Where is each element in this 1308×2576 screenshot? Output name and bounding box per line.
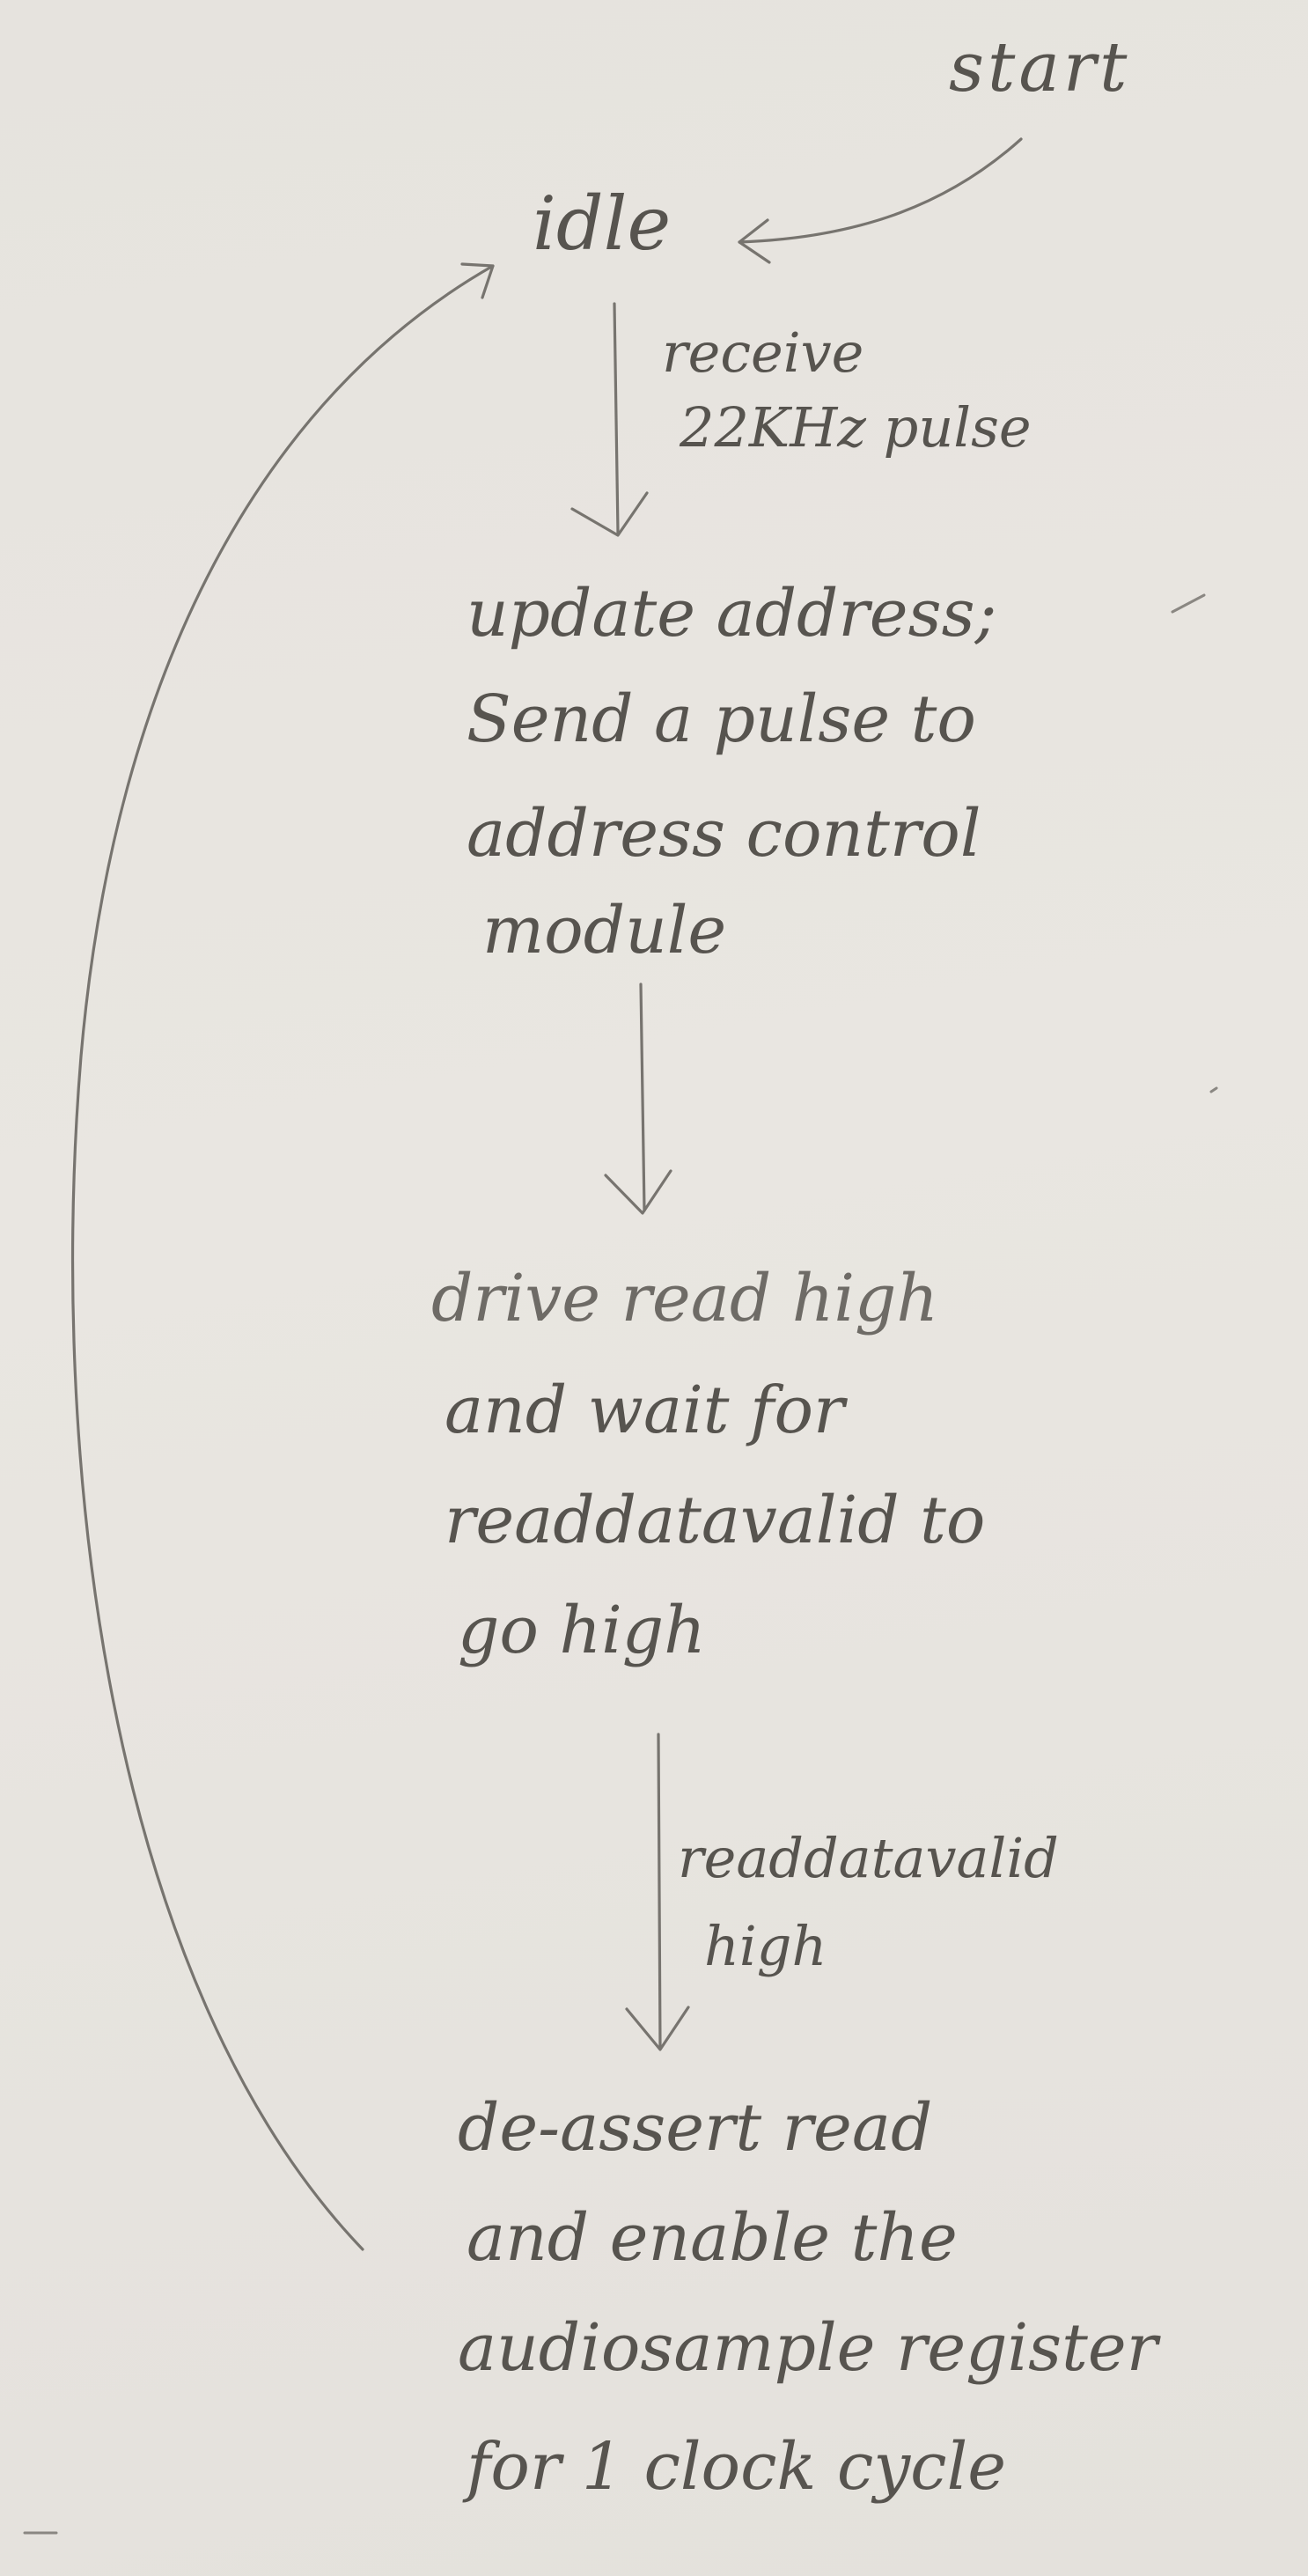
state-update-line-4: module — [482, 893, 727, 968]
transition-label-line-1: receive — [662, 320, 864, 385]
state-idle: idle — [533, 180, 672, 267]
state-deassert-line-2: and enable the — [467, 2200, 958, 2276]
state-drive-line-3: readdatavalid to — [445, 1483, 986, 1558]
state-deassert-line-3: audiosample register — [458, 2310, 1158, 2386]
state-drive-line-2: and wait for — [445, 1373, 845, 1448]
state-update-line-1: update address; — [467, 576, 997, 651]
loop-back-arrowhead — [460, 262, 495, 299]
update-to-drive-arrow — [639, 983, 646, 1212]
state-update-line-2: Send a pulse to — [467, 681, 976, 757]
stray-mark-right-lower — [1209, 1086, 1218, 1093]
start-arrowhead — [738, 218, 771, 264]
drive-to-deassert-arrow — [657, 1733, 662, 2049]
transition-label-line-2: 22KHz pulse — [680, 395, 1032, 460]
loop-back-arrow — [71, 264, 495, 2251]
drive-to-deassert-arrowhead — [625, 2006, 690, 2051]
start-arrow — [738, 137, 1023, 244]
state-update-line-3: address control — [467, 796, 981, 872]
state-deassert-line-1: de-assert read — [458, 2090, 933, 2166]
transition-label-readdatavalid-line-2: high — [704, 1914, 827, 1978]
stray-mark-right — [1171, 593, 1206, 614]
update-to-drive-arrowhead — [604, 1169, 672, 1215]
idle-to-update-arrowhead — [570, 491, 649, 537]
start-label: start — [949, 28, 1131, 107]
state-deassert-line-4: for 1 clock cycle — [467, 2429, 1007, 2505]
transition-label-readdatavalid-line-1: readdatavalid — [678, 1826, 1059, 1890]
state-drive-line-1: drive read high — [431, 1261, 939, 1336]
idle-to-update-arrow — [613, 302, 620, 534]
state-drive-line-4: go high — [458, 1593, 706, 1668]
